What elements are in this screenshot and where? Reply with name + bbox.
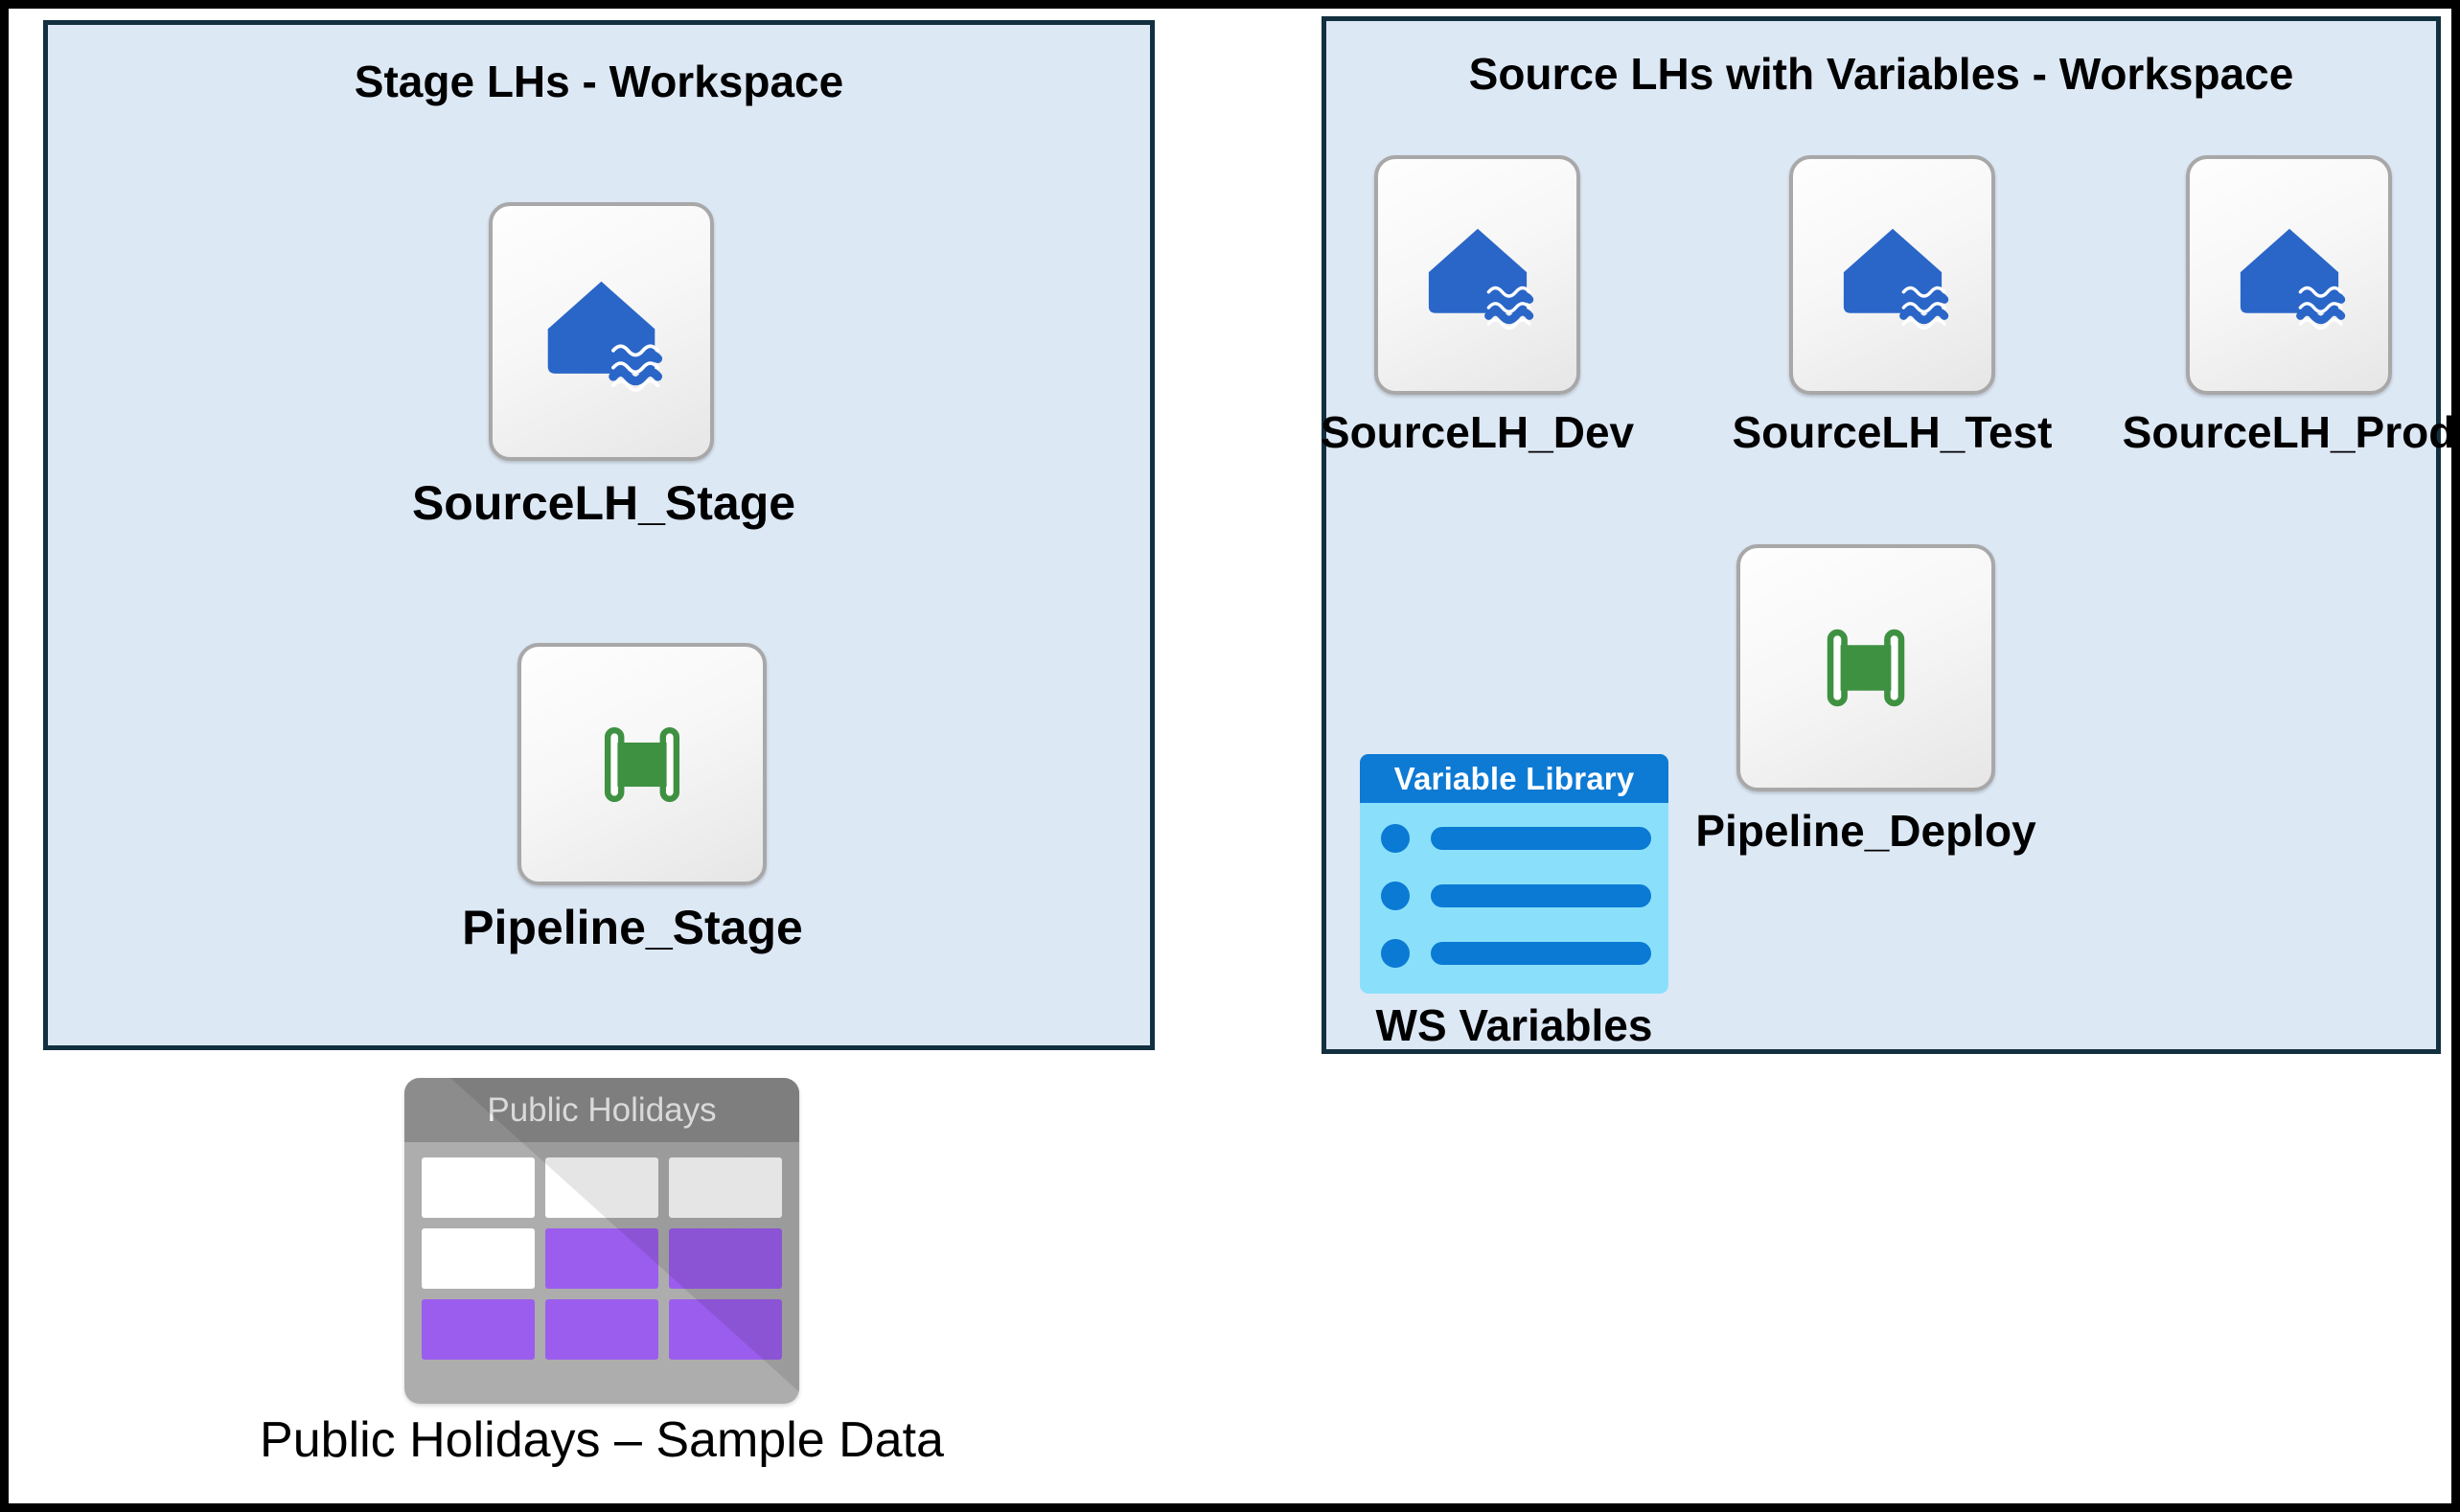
- item-pipeline-deploy[interactable]: Pipeline_Deploy: [1695, 544, 2036, 856]
- variable-library-row: [1381, 939, 1651, 968]
- item-pipeline-stage[interactable]: Pipeline_Stage: [462, 643, 803, 954]
- variable-bar: [1431, 884, 1651, 907]
- caption-sourcelh-dev: SourceLH_Dev: [1320, 407, 1635, 457]
- variable-library-header: Variable Library: [1360, 754, 1668, 803]
- caption-ws-variables: WS Variables: [1375, 1000, 1653, 1050]
- lakehouse-tile-test[interactable]: [1789, 155, 1995, 395]
- table-cell: [669, 1299, 782, 1360]
- lakehouse-icon: [1825, 207, 1961, 343]
- table-cell: [545, 1299, 658, 1360]
- caption-sourcelh-test: SourceLH_Test: [1732, 407, 2053, 457]
- table-cell: [669, 1157, 782, 1218]
- table-cell: [669, 1228, 782, 1289]
- variable-bar: [1431, 942, 1651, 965]
- variable-library-rows: [1360, 803, 1668, 987]
- variable-bar: [1431, 827, 1651, 850]
- lakehouse-tile-stage[interactable]: [489, 202, 714, 461]
- pipeline-tile-deploy[interactable]: [1736, 544, 1995, 791]
- item-sourcelh-prod[interactable]: SourceLH_Prod: [2123, 155, 2451, 457]
- panel-stage-workspace: Stage LHs - Workspace: [43, 20, 1155, 1050]
- item-sourcelh-dev[interactable]: SourceLH_Dev: [1321, 155, 1634, 457]
- lakehouse-icon: [1410, 207, 1546, 343]
- table-cell: [422, 1299, 535, 1360]
- variable-library-row: [1381, 824, 1651, 853]
- panel-source-workspace: Source LHs with Variables - Workspace: [1321, 16, 2451, 1054]
- bullet-icon: [1381, 882, 1410, 910]
- item-public-holidays[interactable]: Public Holidays Public Holidays – Sample…: [260, 1078, 944, 1468]
- bullet-icon: [1381, 824, 1410, 853]
- variable-library-icon[interactable]: Variable Library: [1360, 754, 1668, 994]
- item-sourcelh-stage[interactable]: SourceLH_Stage: [412, 202, 795, 530]
- caption-sourcelh-stage: SourceLH_Stage: [411, 476, 796, 530]
- table-grid: [404, 1142, 799, 1379]
- table-icon[interactable]: Public Holidays: [404, 1078, 799, 1404]
- pipeline-icon: [581, 703, 703, 826]
- bullet-icon: [1381, 939, 1410, 968]
- table-cell: [422, 1228, 535, 1289]
- panel-title-source-workspace: Source LHs with Variables - Workspace: [1468, 49, 2294, 99]
- lakehouse-tile-prod[interactable]: [2186, 155, 2392, 395]
- pipeline-tile-stage[interactable]: [517, 643, 767, 885]
- item-sourcelh-test[interactable]: SourceLH_Test: [1732, 155, 2053, 457]
- caption-pipeline-deploy: Pipeline_Deploy: [1695, 806, 2036, 856]
- caption-pipeline-stage: Pipeline_Stage: [462, 901, 803, 954]
- table-cell: [545, 1228, 658, 1289]
- caption-public-holidays: Public Holidays – Sample Data: [260, 1412, 944, 1468]
- panel-title-stage-workspace: Stage LHs - Workspace: [354, 57, 844, 106]
- item-ws-variables[interactable]: Variable Library WS Varia: [1360, 754, 1668, 1050]
- table-cell: [422, 1157, 535, 1218]
- pipeline-icon: [1803, 605, 1929, 731]
- caption-sourcelh-prod: SourceLH_Prod: [2122, 407, 2456, 457]
- table-header: Public Holidays: [404, 1078, 799, 1142]
- table-cell: [545, 1157, 658, 1218]
- lakehouse-icon: [527, 258, 676, 406]
- lakehouse-tile-dev[interactable]: [1374, 155, 1580, 395]
- lakehouse-icon: [2221, 207, 2357, 343]
- variable-library-row: [1381, 882, 1651, 910]
